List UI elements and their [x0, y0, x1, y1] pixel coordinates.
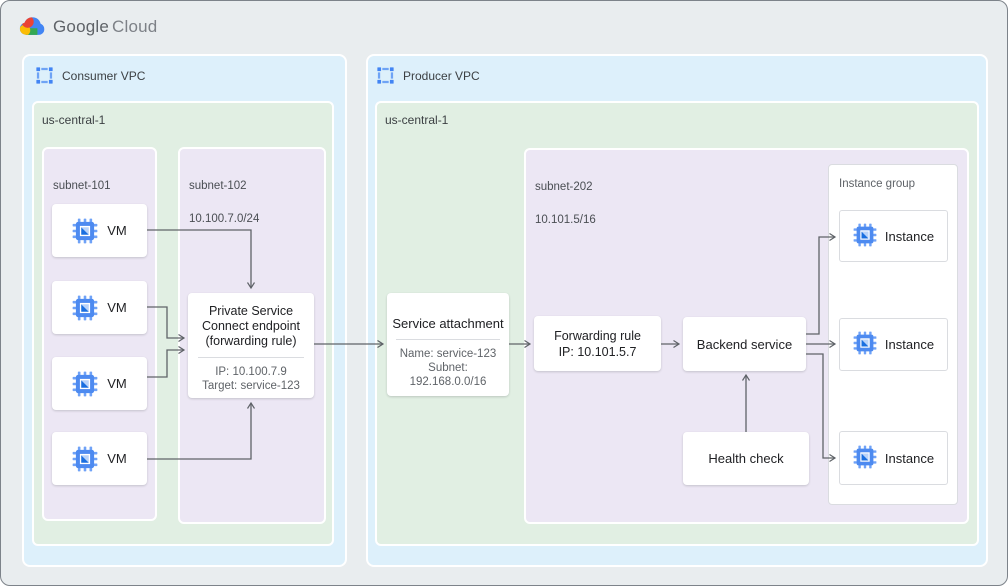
vpc-network-icon — [35, 66, 54, 85]
psc-divider — [198, 357, 304, 358]
service-attachment-divider — [396, 339, 500, 340]
consumer-vpc-label-row: Consumer VPC — [35, 66, 145, 85]
subnet-102-label: subnet-102 10.100.7.0/24 — [189, 161, 259, 244]
vm-node-3: VM — [52, 357, 147, 410]
forwarding-rule-ip: IP: 10.101.5.7 — [558, 344, 637, 359]
vm-label: VM — [107, 376, 127, 391]
service-attachment-subnet-label: Subnet: — [428, 362, 468, 374]
compute-chip-icon — [853, 445, 877, 472]
instance-node-1: Instance — [839, 210, 948, 262]
instance-label: Instance — [884, 337, 935, 352]
forwarding-rule-title: Forwarding rule — [554, 328, 641, 343]
psc-title-line2: Connect endpoint — [202, 319, 300, 333]
brand-google: Google — [53, 17, 110, 36]
instance-group-label: Instance group — [839, 178, 916, 190]
backend-service-node: Backend service — [683, 317, 806, 371]
service-attachment-node: Service attachment Name: service-123 Sub… — [387, 293, 509, 396]
psc-title-line3: (forwarding rule) — [205, 334, 297, 348]
vm-label: VM — [107, 223, 127, 238]
backend-service-label: Backend service — [696, 336, 793, 352]
producer-vpc-label: Producer VPC — [403, 68, 480, 83]
subnet-102-cidr: 10.100.7.0/24 — [189, 213, 260, 226]
compute-chip-icon — [72, 218, 98, 244]
instance-label: Instance — [884, 228, 935, 244]
health-check-node: Health check — [683, 432, 809, 485]
compute-chip-icon — [853, 331, 877, 358]
subnet-101-name: subnet-101 — [53, 179, 111, 192]
producer-region-label: us-central-1 — [385, 113, 449, 127]
google-cloud-logo-icon — [19, 16, 46, 38]
consumer-vpc-label: Consumer VPC — [62, 68, 146, 83]
vm-node-1: VM — [52, 204, 147, 257]
compute-chip-icon — [72, 295, 98, 321]
brand-cloud: Cloud — [112, 17, 158, 36]
psc-endpoint-node: Private Service Connect endpoint (forwar… — [188, 293, 314, 398]
service-attachment-name: Name: service-123 — [399, 348, 497, 360]
vpc-network-icon — [376, 66, 395, 85]
instance-node-2: Instance — [839, 318, 948, 371]
subnet-202-label: subnet-202 10.101.5/16 — [535, 162, 596, 245]
health-check-label: Health check — [708, 451, 784, 466]
consumer-region-label: us-central-1 — [42, 113, 106, 127]
vm-label: VM — [107, 451, 127, 466]
vm-node-4: VM — [52, 432, 147, 485]
vm-node-2: VM — [52, 281, 147, 334]
psc-target: Target: service-123 — [202, 380, 300, 392]
instance-label: Instance — [884, 450, 935, 466]
service-attachment-title: Service attachment — [392, 316, 504, 331]
subnet-202-cidr: 10.101.5/16 — [535, 214, 596, 227]
producer-vpc-label-row: Producer VPC — [376, 66, 480, 85]
vm-label: VM — [107, 300, 127, 315]
psc-ip: IP: 10.100.7.9 — [215, 366, 287, 378]
subnet-102-name: subnet-102 — [189, 179, 247, 192]
compute-chip-icon — [853, 223, 877, 250]
subnet-202-name: subnet-202 — [535, 180, 593, 193]
instance-node-3: Instance — [839, 431, 948, 485]
compute-chip-icon — [72, 371, 98, 397]
psc-title-line1: Private Service — [208, 304, 294, 318]
compute-chip-icon — [72, 446, 98, 472]
service-attachment-subnet-value: 192.168.0.0/16 — [409, 376, 487, 388]
forwarding-rule-node: Forwarding rule IP: 10.101.5.7 — [534, 316, 661, 371]
